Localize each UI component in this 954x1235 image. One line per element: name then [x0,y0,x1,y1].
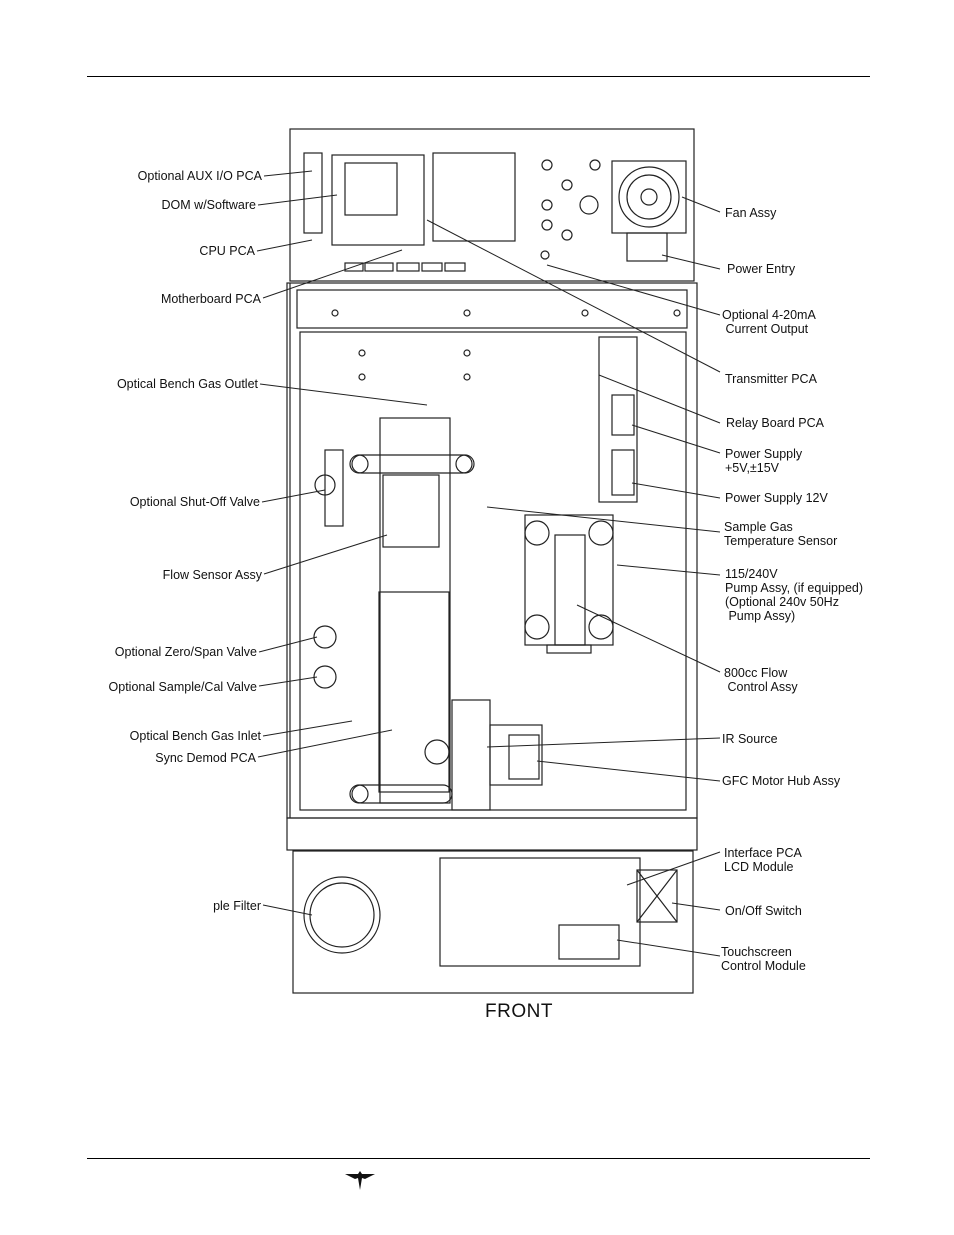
label-relay: Relay Board PCA [726,416,824,430]
label-flow-ctrl: 800cc Flow Control Assy [724,666,798,694]
label-bench-outlet: Optical Bench Gas Outlet [116,377,258,391]
label-transmitter: Transmitter PCA [725,372,817,386]
label-filter: ple Filter [213,899,261,913]
label-dom: DOM w/Software [161,198,256,212]
label-flow-sensor: Flow Sensor Assy [162,568,262,582]
company-logo-icon [345,1171,375,1190]
label-sync-demod: Sync Demod PCA [155,751,256,765]
label-interface: Interface PCA LCD Module [724,846,802,874]
label-fan: Fan Assy [725,206,777,220]
sample-filter [303,876,381,954]
chassis-drawing [256,128,721,994]
label-ps12: Power Supply 12V [725,491,828,505]
label-motherboard: Motherboard PCA [160,292,261,306]
label-cpu: CPU PCA [199,244,255,258]
label-gfc: GFC Motor Hub Assy [722,774,841,788]
label-touch: Touchscreen Control Module [721,945,806,973]
label-ir: IR Source [722,732,778,746]
label-bench-inlet: Optical Bench Gas Inlet [129,729,261,743]
rear-panel [289,128,695,282]
label-zero-span: Optional Zero/Span Valve [114,645,257,659]
header-rule [87,76,870,77]
label-shutoff: Optional Shut-Off Valve [129,495,260,509]
footer-rule [87,1158,870,1159]
label-sample-temp: Sample Gas Temperature Sensor [724,520,838,548]
label-ps5: Power Supply +5V,±15V [725,447,803,475]
label-power-entry: Power Entry [727,262,796,276]
front-label: FRONT [485,1001,553,1022]
label-aux-io: Optional AUX I/O PCA [137,169,262,183]
main-chassis [286,282,698,819]
label-onoff: On/Off Switch [725,904,802,918]
label-sample-cal: Optional Sample/Cal Valve [108,680,257,694]
front-panel [292,850,694,994]
label-current-out: Optional 4-20mA Current Output [722,308,816,336]
label-pump: 115/240V Pump Assy, (if equipped) (Optio… [725,567,864,623]
chassis-diagram: Optional AUX I/O PCA DOM w/Software CPU … [107,125,863,1022]
